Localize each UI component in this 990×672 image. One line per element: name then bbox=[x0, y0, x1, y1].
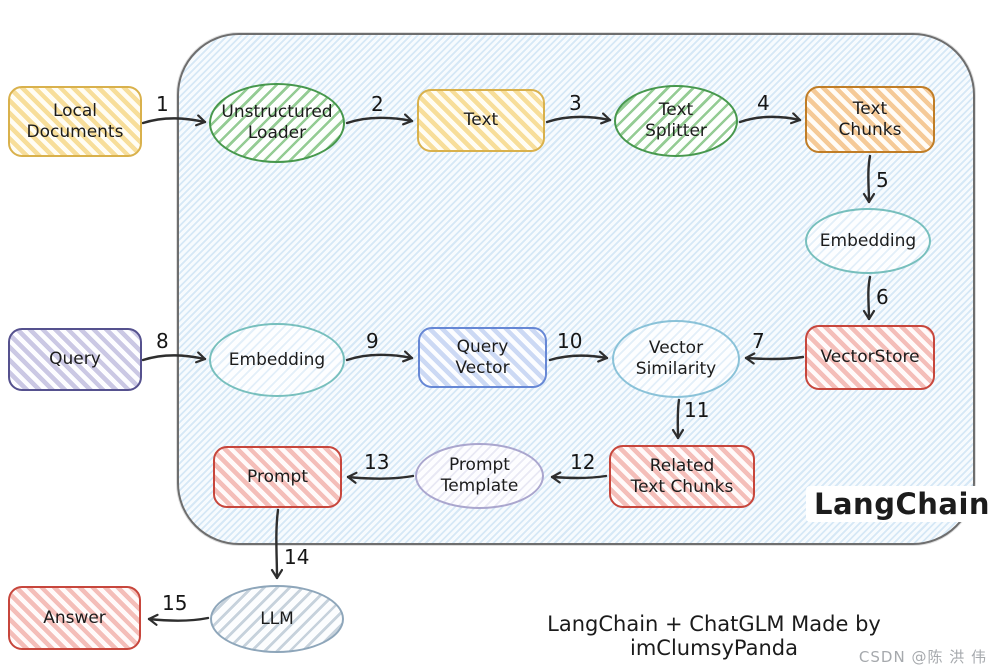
node-local-documents-label: Local Documents bbox=[26, 100, 124, 142]
node-text-splitter: Text Splitter bbox=[614, 85, 738, 157]
watermark: CSDN @陈 洪 伟 bbox=[858, 648, 987, 666]
node-embedding-store: Embedding bbox=[805, 208, 931, 274]
arrow-label-12: 12 bbox=[570, 450, 596, 474]
arrow-label-14: 14 bbox=[284, 545, 310, 569]
node-query: Query bbox=[8, 328, 142, 391]
node-vector-similarity: Vector Similarity bbox=[612, 320, 740, 398]
node-related-text-chunks-label: Related Text Chunks bbox=[630, 455, 734, 497]
arrow-label-7: 7 bbox=[752, 329, 765, 353]
node-prompt: Prompt bbox=[213, 446, 342, 508]
arrow-15 bbox=[147, 618, 210, 621]
node-local-documents: Local Documents bbox=[8, 86, 142, 157]
node-text-label: Text bbox=[463, 110, 499, 131]
node-text: Text bbox=[417, 89, 545, 152]
arrow-label-3: 3 bbox=[569, 91, 582, 115]
framework-label: LangChain bbox=[806, 486, 990, 522]
node-embedding-query: Embedding bbox=[209, 323, 345, 397]
node-vector-similarity-label: Vector Similarity bbox=[635, 338, 717, 379]
node-unstructured-loader-label: Unstructured Loader bbox=[221, 102, 333, 143]
node-vectorstore-label: VectorStore bbox=[820, 347, 920, 368]
node-prompt-template: Prompt Template bbox=[415, 443, 544, 509]
arrow-label-2: 2 bbox=[371, 92, 384, 116]
arrow-label-5: 5 bbox=[876, 168, 889, 192]
node-query-vector-label: Query Vector bbox=[455, 336, 510, 378]
arrow-label-13: 13 bbox=[364, 450, 390, 474]
node-query-vector: Query Vector bbox=[418, 327, 547, 388]
node-answer: Answer bbox=[8, 586, 141, 650]
node-embedding-query-label: Embedding bbox=[228, 349, 326, 370]
node-llm-label: LLM bbox=[260, 608, 294, 629]
arrow-label-6: 6 bbox=[876, 285, 889, 309]
node-text-chunks-label: Text Chunks bbox=[838, 98, 902, 140]
arrow-label-15: 15 bbox=[162, 591, 188, 615]
node-related-text-chunks: Related Text Chunks bbox=[609, 445, 755, 508]
arrow-label-11: 11 bbox=[684, 398, 710, 422]
arrow-label-10: 10 bbox=[557, 329, 583, 353]
node-query-label: Query bbox=[49, 349, 101, 370]
node-prompt-template-label: Prompt Template bbox=[440, 455, 519, 496]
node-prompt-label: Prompt bbox=[247, 466, 308, 487]
node-vectorstore: VectorStore bbox=[805, 325, 935, 390]
arrow-label-9: 9 bbox=[366, 329, 379, 353]
node-llm: LLM bbox=[210, 585, 344, 653]
arrow-label-4: 4 bbox=[757, 91, 770, 115]
node-embedding-store-label: Embedding bbox=[819, 230, 917, 251]
caption: LangChain + ChatGLM Made by imClumsyPand… bbox=[547, 612, 881, 660]
arrow-label-1: 1 bbox=[156, 92, 169, 116]
node-text-splitter-label: Text Splitter bbox=[645, 100, 707, 141]
node-unstructured-loader: Unstructured Loader bbox=[209, 83, 345, 163]
node-text-chunks: Text Chunks bbox=[805, 86, 935, 153]
arrow-label-8: 8 bbox=[156, 329, 169, 353]
node-answer-label: Answer bbox=[43, 607, 106, 628]
